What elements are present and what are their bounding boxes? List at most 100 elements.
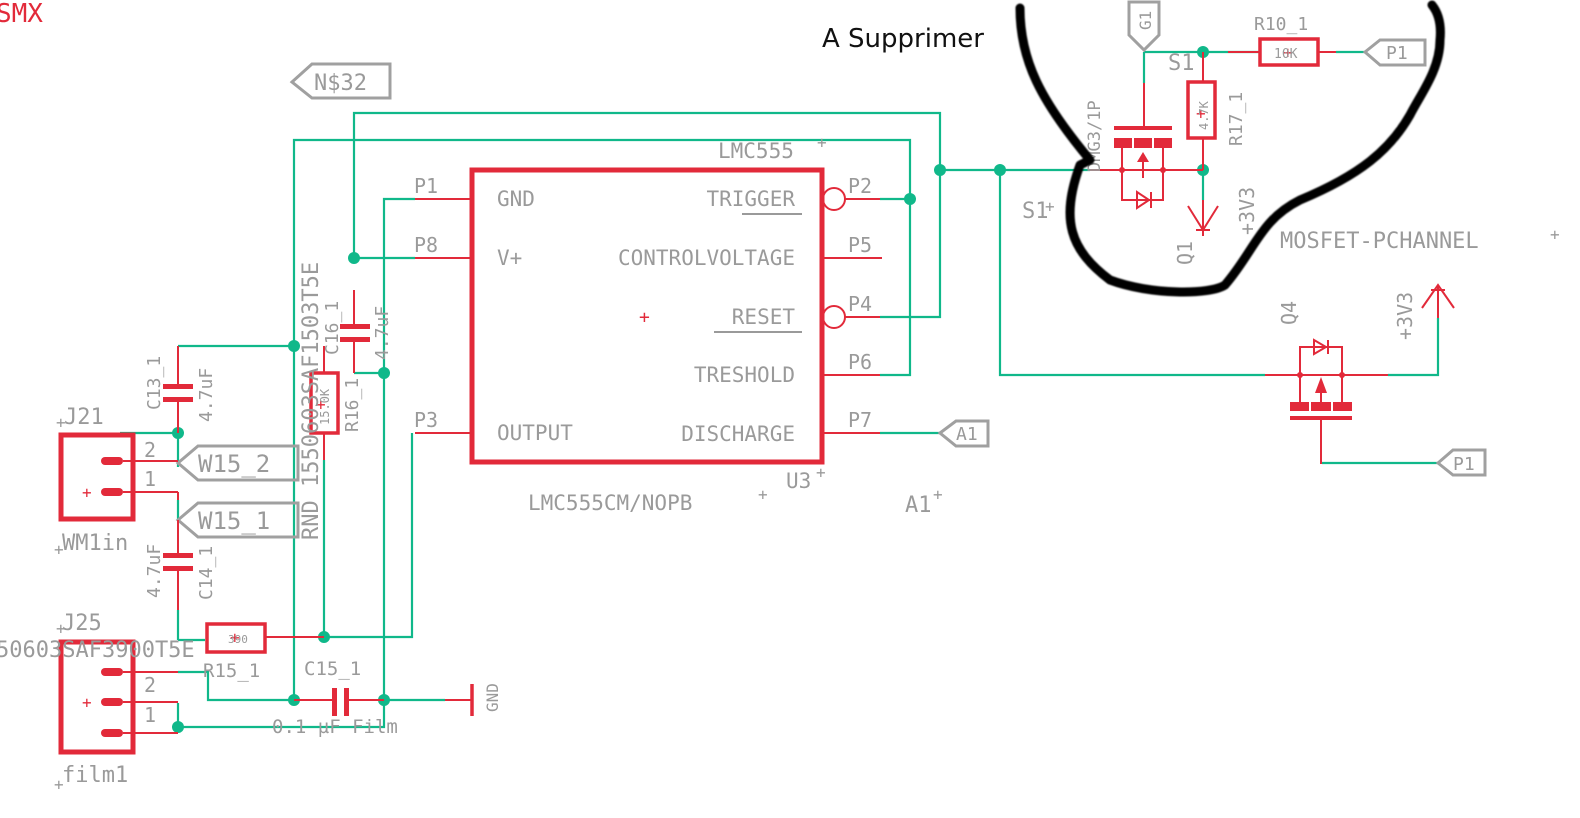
- svg-text:+: +: [1196, 104, 1206, 123]
- svg-text:+: +: [56, 413, 66, 432]
- supply-gnd: GND: [445, 683, 502, 716]
- pin-number-p5: P5: [848, 233, 872, 257]
- pin-func-discharge: DISCHARGE: [681, 422, 795, 446]
- annotation-a-supprimer: A Supprimer: [822, 24, 984, 54]
- pin-func-gnd: GND: [497, 187, 535, 211]
- svg-text:R16_1: R16_1: [342, 378, 363, 432]
- svg-text:+: +: [316, 395, 326, 414]
- svg-text:P1: P1: [1453, 454, 1475, 475]
- svg-text:15.0K: 15.0K: [318, 388, 332, 425]
- svg-text:+: +: [54, 775, 64, 794]
- connector-j25[interactable]: + 2 1 J25 50603SAF3900T5E film1: [0, 611, 195, 788]
- pin-func-trigger: TRIGGER: [706, 187, 795, 211]
- svg-text:+: +: [933, 485, 943, 504]
- svg-text:+: +: [82, 693, 92, 712]
- net-port-g1[interactable]: G1: [1127, 0, 1161, 53]
- svg-text:10K: 10K: [1274, 47, 1298, 62]
- svg-text:Q1: Q1: [1173, 241, 1197, 265]
- resistor-r15[interactable]: + 390 R15_1: [203, 622, 324, 682]
- j25-pin-1: 1: [144, 703, 156, 727]
- j21-value: WM1in: [62, 531, 128, 556]
- junction-dot: [994, 164, 1006, 176]
- svg-text:Q4: Q4: [1277, 301, 1301, 325]
- svg-text:A1: A1: [956, 424, 978, 445]
- resistor-r16[interactable]: + 15.0K R16_1 RND 1550603SAF1503T5E: [299, 262, 363, 540]
- svg-text:+: +: [230, 628, 240, 647]
- ic-u3[interactable]: P1 P8 P3 GND V+ OUTPUT P2 P5 P4 P6 P7 TR…: [414, 139, 882, 515]
- svg-text:+: +: [82, 483, 92, 502]
- svg-text:4.7uF: 4.7uF: [372, 306, 393, 360]
- net-port-ns32[interactable]: N$32: [289, 62, 392, 100]
- net-port-w15-2[interactable]: W15_2: [175, 444, 300, 482]
- resistor-r10[interactable]: + 10K R10_1: [1228, 14, 1336, 67]
- pin-func-controlvoltage: CONTROLVOLTAGE: [618, 246, 795, 270]
- junction-dot: [348, 252, 360, 264]
- svg-text:+3V3: +3V3: [1235, 187, 1259, 235]
- net-port-p1-top[interactable]: P1: [1362, 38, 1427, 67]
- net-port-w15-1[interactable]: W15_1: [175, 501, 300, 539]
- svg-text:390: 390: [228, 633, 248, 646]
- svg-text:C15_1: C15_1: [304, 658, 361, 680]
- pin-number-p7: P7: [848, 408, 872, 432]
- svg-text:C14_1: C14_1: [196, 546, 217, 600]
- svg-text:W15_2: W15_2: [198, 450, 270, 478]
- svg-text:RND 1550603SAF1503T5E: RND 1550603SAF1503T5E: [299, 262, 324, 540]
- j21-pin-2: 2: [144, 438, 156, 462]
- svg-text:4.7uF: 4.7uF: [196, 368, 217, 422]
- svg-text:R15_1: R15_1: [203, 660, 260, 682]
- svg-text:+3V3: +3V3: [1393, 292, 1417, 340]
- svg-text:+: +: [816, 463, 826, 482]
- j25-pin-2: 2: [144, 673, 156, 697]
- resistor-r17[interactable]: + 4.7K R17_1: [1186, 52, 1247, 170]
- svg-text:+: +: [758, 485, 768, 504]
- ic-body[interactable]: [469, 167, 825, 465]
- junction-dot: [378, 367, 390, 379]
- sheet-corner-label: SMX: [0, 0, 43, 29]
- svg-text:GND: GND: [483, 683, 502, 712]
- pin-func-vplus: V+: [497, 246, 522, 270]
- origin-markers: + + + + + + + + + +: [54, 133, 1560, 794]
- svg-text:C16_1: C16_1: [322, 301, 343, 355]
- pin-number-p8: P8: [414, 233, 438, 257]
- svg-text:P1: P1: [1386, 43, 1408, 64]
- j21-pin-1: 1: [144, 467, 156, 491]
- svg-text:+: +: [817, 133, 827, 152]
- pin-func-treshold: TRESHOLD: [694, 363, 795, 387]
- pin-number-p6: P6: [848, 350, 872, 374]
- mosfet-q1[interactable]: DMG3/1P Q1 S1 S1: [1022, 51, 1203, 265]
- svg-text:W15_1: W15_1: [198, 507, 270, 535]
- annotation-scribble: [1015, 0, 1445, 297]
- mosfet-q4[interactable]: Q4 MOSFET-PCHANNEL: [1265, 229, 1479, 464]
- svg-text:N$32: N$32: [314, 71, 367, 96]
- capacitor-c16[interactable]: C16_1 4.7uF: [322, 290, 393, 373]
- connector-j21[interactable]: + 2 1 J21 WM1in: [58, 405, 179, 556]
- junction-dot: [172, 721, 184, 733]
- s1-top-label: S1: [1168, 51, 1195, 76]
- capacitor-c14[interactable]: 4.7uF C14_1: [144, 520, 217, 610]
- capacitor-c13[interactable]: C13_1 4.7uF: [144, 346, 217, 433]
- origin-cross: +: [639, 307, 650, 328]
- supply-3v3-bottom: +3V3: [1393, 283, 1455, 340]
- pin-number-p2: P2: [848, 174, 872, 198]
- svg-text:R17_1: R17_1: [1226, 92, 1247, 146]
- svg-text:C13_1: C13_1: [144, 356, 165, 410]
- net-port-p1-bottom[interactable]: P1: [1435, 448, 1487, 477]
- j21-reference: J21: [64, 405, 104, 430]
- svg-text:G1: G1: [1136, 11, 1155, 30]
- net-port-a1[interactable]: A1: [937, 419, 990, 448]
- ic-reference-label: U3: [786, 469, 811, 493]
- junction-dot: [288, 340, 300, 352]
- svg-text:4.7uF: 4.7uF: [144, 544, 165, 598]
- j25-part: 50603SAF3900T5E: [0, 638, 195, 663]
- ic-part-number-label: LMC555CM/NOPB: [528, 491, 692, 515]
- svg-text:+: +: [1283, 43, 1293, 62]
- pin-number-p3: P3: [414, 408, 438, 432]
- pin-func-output: OUTPUT: [497, 421, 573, 445]
- supply-3v3-top: +3V3: [1187, 187, 1259, 236]
- svg-text:4.7K: 4.7K: [1197, 100, 1211, 130]
- pin-number-p1: P1: [414, 174, 438, 198]
- svg-text:0.1 µF Film: 0.1 µF Film: [272, 716, 398, 738]
- capacitor-c15[interactable]: C15_1 0.1 µF Film: [272, 658, 398, 738]
- svg-text:MOSFET-PCHANNEL: MOSFET-PCHANNEL: [1280, 229, 1479, 254]
